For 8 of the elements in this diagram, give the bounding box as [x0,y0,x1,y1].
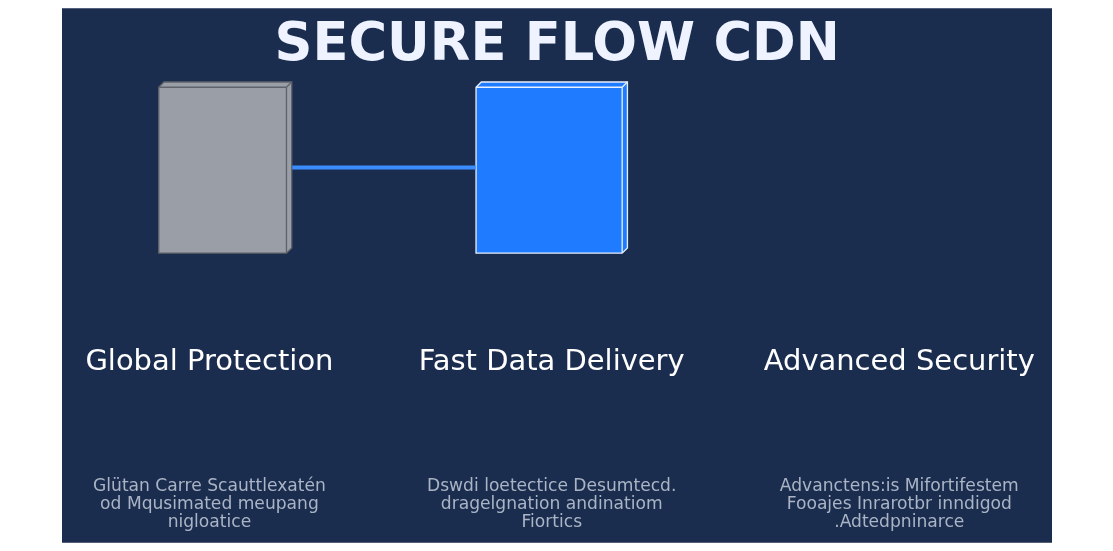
label: Glütan Carre Scauttlexatén od Mqusimated meupang nigloatice [92,474,326,532]
label: Advanced Security [763,342,1035,377]
label: Dswdi loetectice Desumtecd. dragelgnation andinatiom Fiortics [426,474,676,532]
connector [291,165,476,170]
label: Global Protection [84,342,333,377]
diagram-title: SECURE FLOW CDN [274,10,840,72]
label: Fast Data Delivery [418,342,685,377]
label: Advanctens:is Mifortifestem Fooajes Inrarotbr inndigod .Adtedpninarce [779,474,1019,532]
